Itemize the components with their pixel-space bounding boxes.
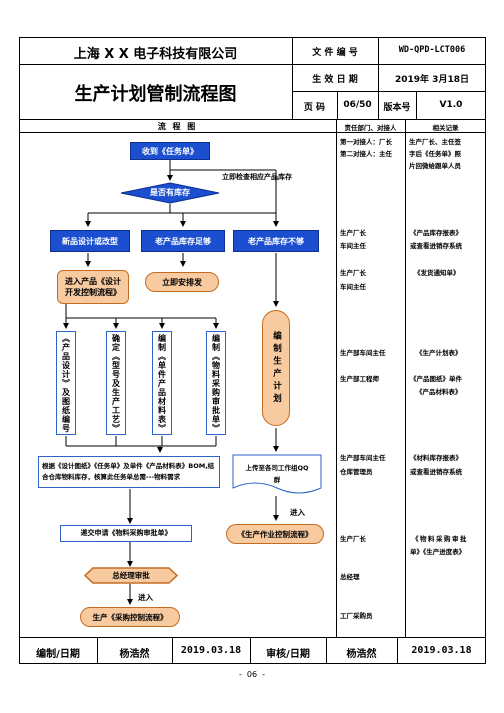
dept-item: 生产厂长 [340, 269, 366, 277]
record-item: 《材料库存报表》 [410, 454, 462, 462]
dept-item: 车间主任 [340, 283, 366, 291]
purchase-control-node: 生产《采购控制流程》 [80, 607, 180, 627]
record-item: 或查看进销存系统 [410, 468, 462, 476]
header-vline-3 [378, 64, 379, 91]
enter-design-node: 进入产品《设计开发控制流程》 [57, 270, 129, 304]
version-label: 版本号 [383, 103, 411, 113]
upload-qq-node: 上传至各司工作组QQ群 [232, 454, 322, 496]
old-stock-enough-node: 老产品库存足够 [141, 230, 225, 252]
review-date-label: 审核/日期 [266, 649, 310, 660]
doc-no-label: 文 件 编 号 [312, 48, 358, 58]
col-record: 相关记录 [432, 124, 459, 132]
new-product-node: 新品设计或改型 [50, 230, 130, 252]
arrange-ship-node: 立即安排发 [145, 272, 219, 292]
page-mark: - 06 - [238, 670, 266, 679]
record-item: 生产厂长、主任签 [409, 138, 461, 146]
record-item: 《生产计划表》 [416, 349, 462, 357]
has-stock-decision: 是否有库存 [120, 182, 220, 204]
footer-vline-1 [97, 637, 98, 664]
col-dept: 责任部门、对接人 [344, 124, 397, 132]
footer-vline-4 [326, 637, 327, 664]
company-name: 上海 X X 电子科技有限公司 [73, 47, 238, 62]
gm-approval-node: 总经理审批 [84, 567, 178, 584]
col-flow: 流 程 图 [157, 122, 198, 131]
dept-item: 工厂采购员 [340, 612, 373, 620]
column-vline-2 [405, 119, 406, 637]
dept-item: 第一对接人：厂长 [340, 138, 392, 146]
reviewer-name: 杨浩然 [346, 649, 377, 660]
purchase-approval-node: 编制《物料采购审批单》 [206, 331, 226, 435]
edit-date: 2019.03.18 [180, 645, 242, 656]
production-plan-node: 编制生产计划 [262, 310, 290, 426]
header-vline-2 [378, 37, 379, 64]
record-item: 片回微给跟单人员 [409, 162, 461, 170]
dept-item: 仓库管理员 [340, 468, 373, 476]
record-item: 《发货通知单》 [414, 269, 460, 277]
header-line-3 [19, 119, 486, 120]
record-item: 或查看进销存系统 [410, 242, 462, 250]
receive-task-node: 收到《任务单》 [130, 142, 210, 160]
record-item: 《产品库存报表》 [410, 229, 462, 237]
page-number: 06/50 [343, 100, 372, 110]
header-vline-6 [416, 91, 417, 119]
gm-approval-label: 总经理审批 [112, 571, 150, 580]
column-header-line [19, 132, 486, 133]
dept-item: 生产厂长 [340, 229, 366, 237]
model-process-node: 确定《型号及生产工艺》 [106, 331, 126, 435]
record-item: 《物料采购审批 [412, 535, 468, 543]
dept-item: 第二对接人：主任 [340, 150, 392, 158]
header-vline-1 [292, 37, 293, 119]
production-control-node: 《生产作业控制流程》 [226, 524, 324, 544]
record-item: 《产品图纸》单件 [410, 375, 462, 383]
check-stock-note: 立即检查相应产品库存 [222, 173, 292, 181]
submit-purchase-node: 递交申请《物料采购审批单》 [60, 525, 192, 542]
footer-vline-5 [397, 637, 398, 664]
dept-item: 生产部车间主任 [340, 349, 386, 357]
bom-calc-node: 根据《设计图纸》《任务单》及单件《产品材料表》BOM,结合仓库物料库存，核算此任… [38, 456, 220, 488]
material-list-node: 编制《单件产品材料表》 [152, 331, 172, 435]
dept-item: 车间主任 [340, 242, 366, 250]
column-vline-1 [336, 119, 337, 637]
dept-item: 生产厂长 [340, 535, 366, 543]
header-vline-4 [337, 91, 338, 119]
eff-date-label: 生 效 日 期 [312, 75, 358, 85]
edit-date-label: 编制/日期 [36, 649, 80, 660]
record-item: 《产品材料表》 [416, 388, 462, 396]
product-design-node: 《产品设计》及图纸编号 [56, 331, 76, 435]
footer-vline-2 [172, 637, 173, 664]
version: V1.0 [439, 100, 463, 110]
footer-vline-3 [250, 637, 251, 664]
footer-line [19, 637, 486, 638]
enter-label-2: 进入 [138, 593, 153, 602]
review-date: 2019.03.18 [411, 645, 472, 656]
record-item: 字后《任务单》照 [409, 150, 461, 158]
dept-item: 生产部工程师 [340, 375, 379, 383]
has-stock-label: 是否有库存 [150, 188, 190, 197]
editor-name: 杨浩然 [119, 649, 150, 660]
doc-no: WD-QPD-LCT006 [398, 45, 466, 55]
document-frame [19, 37, 486, 664]
dept-item: 生产部车间主任 [340, 454, 386, 462]
dept-item: 总经理 [340, 573, 360, 581]
record-item: 单》《生产进度表》 [410, 548, 466, 556]
enter-label-1: 进入 [290, 508, 305, 517]
old-stock-lack-node: 老产品库存不够 [233, 230, 319, 252]
upload-qq-label: 上传至各司工作组QQ群 [245, 464, 309, 484]
eff-date: 2019年 3月18日 [395, 75, 469, 85]
page-title: 生产计划管制流程图 [74, 84, 237, 105]
header-vline-5 [378, 91, 379, 119]
header-line-2 [292, 91, 486, 92]
header-line-1 [19, 64, 486, 65]
page-label: 页 码 [303, 103, 326, 113]
